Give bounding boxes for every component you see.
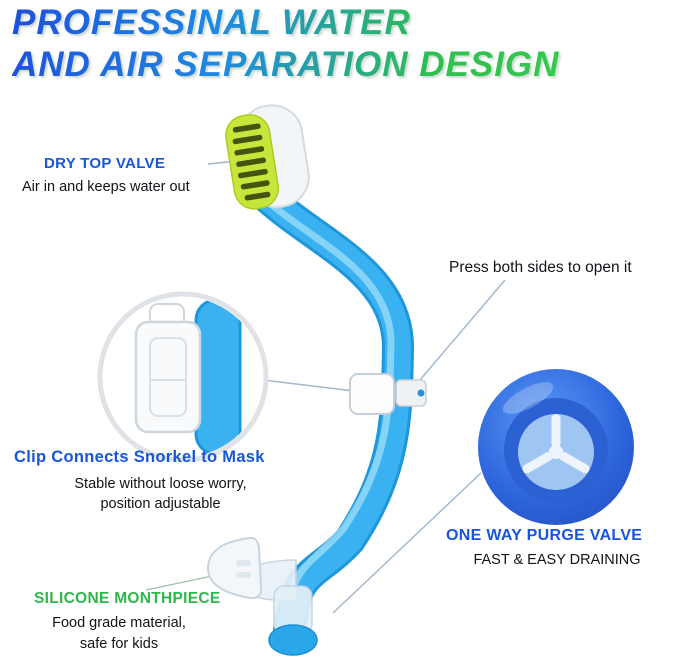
dry-top-valve	[225, 104, 310, 210]
clip-desc-line2: position adjustable	[100, 496, 221, 512]
title-line1: PROFESSINAL WATER	[12, 3, 411, 42]
mouthpiece-desc-line1: Food grade material,	[52, 615, 186, 631]
callout-line-clip-inset	[262, 379, 355, 392]
dry-top-valve-desc: Air in and keeps water out	[22, 179, 190, 195]
mouthpiece-desc-line2: safe for kids	[79, 636, 159, 652]
title-line2: AND AIR SEPARATION DESIGN	[12, 45, 560, 84]
page-title: PROFESSINAL WATER AND AIR SEPARATION DES…	[12, 2, 559, 86]
purge-valve-label: ONE WAY PURGE VALVE	[446, 527, 643, 544]
clip-desc: Stable without loose worry, position adj…	[28, 474, 293, 514]
mouthpiece-label: SILICONE MONTHPIECE	[34, 590, 221, 607]
callout-line-press-sides	[413, 279, 506, 388]
callout-lines	[145, 159, 506, 614]
purge-valve-inset	[478, 369, 634, 525]
mask-clip	[349, 373, 427, 415]
mouthpiece-desc: Food grade material, safe for kids	[26, 613, 212, 655]
press-sides-label: Press both sides to open it	[449, 259, 632, 276]
clip-desc-line1: Stable without loose worry,	[74, 476, 247, 492]
clip-label: Clip Connects Snorkel to Mask	[14, 448, 265, 466]
clip-detail-inset	[97, 291, 269, 463]
purge-valve-desc: FAST & EASY DRAINING	[473, 552, 641, 568]
dry-top-valve-label: DRY TOP VALVE	[44, 155, 166, 172]
callout-line-purge-valve	[332, 472, 482, 614]
mouthpiece	[206, 536, 318, 656]
